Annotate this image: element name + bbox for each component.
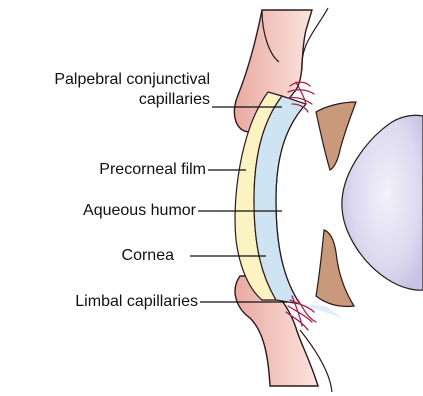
upper-iris <box>316 102 356 170</box>
label-precorneal-film: Precorneal film <box>20 160 206 180</box>
label-palpebral-line2: capillaries <box>10 90 210 110</box>
label-palpebral-conjunctival: Palpebral conjunctival capillaries <box>10 70 210 110</box>
label-aqueous-humor: Aqueous humor <box>10 201 196 221</box>
lower-iris <box>316 230 354 307</box>
label-palpebral-line1: Palpebral conjunctival <box>10 70 210 90</box>
label-limbal-capillaries: Limbal capillaries <box>10 292 198 312</box>
label-cornea: Cornea <box>10 246 174 266</box>
lens <box>342 115 423 290</box>
